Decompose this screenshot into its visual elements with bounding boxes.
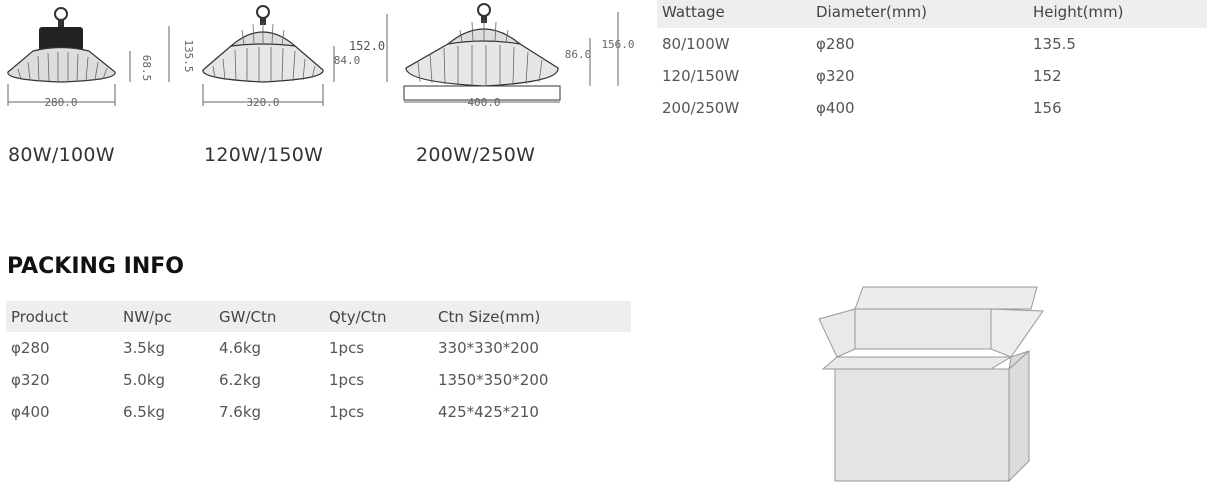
lamp-height-dim: 156.0 [601, 38, 634, 51]
spec-cell: φ280 [816, 35, 855, 53]
packing-cell: φ400 [11, 403, 50, 421]
lamp-drawing-80w: 280.0 135.5 68.5 [3, 4, 198, 109]
packing-header-qty: Qty/Ctn [324, 301, 433, 332]
spec-cell: 135.5 [1033, 35, 1076, 53]
lamp-drawing-80w-svg: 280.0 135.5 68.5 [7, 7, 195, 109]
packing-cell: 6.2kg [219, 371, 262, 389]
spec-cell: 200/250W [662, 99, 740, 117]
table-row: 80/100W φ280 135.5 [657, 28, 1207, 60]
carton-box-svg [818, 286, 1044, 483]
lamp-drawing-200w: 400.0 156.0 86.0 [400, 2, 640, 112]
spec-cell: 80/100W [662, 35, 730, 53]
packing-info-title: PACKING INFO [7, 254, 184, 279]
spec-cell: 120/150W [662, 67, 740, 85]
packing-cell: 7.6kg [219, 403, 262, 421]
packing-cell: 425*425*210 [438, 403, 539, 421]
packing-cell: φ320 [11, 371, 50, 389]
lamp-body-dim: 68.5 [140, 55, 153, 82]
lamp-label-120w: 120W/150W [204, 144, 324, 166]
packing-cell: 6.5kg [123, 403, 166, 421]
lamp-height-dim: 135.5 [182, 39, 195, 72]
packing-header-nw: NW/pc [118, 301, 214, 332]
lamp-body-dim: 86.0 [565, 48, 592, 61]
spec-cell: φ400 [816, 99, 855, 117]
packing-cell: 5.0kg [123, 371, 166, 389]
table-row: φ280 3.5kg 4.6kg 1pcs 330*330*200 [6, 332, 631, 364]
lamp-diameter-dim: 400.0 [467, 96, 500, 109]
table-row: φ400 6.5kg 7.6kg 1pcs 425*425*210 [6, 396, 631, 428]
lamp-label-80w: 80W/100W [8, 144, 115, 166]
packing-cell: φ280 [11, 339, 50, 357]
lamp-diameter-dim: 280.0 [44, 96, 77, 109]
table-row: 200/250W φ400 156 [657, 92, 1207, 124]
packing-cell: 1350*350*200 [438, 371, 549, 389]
lamp-drawing-200w-svg: 400.0 156.0 86.0 [403, 3, 635, 109]
packing-header-product: Product [6, 301, 118, 332]
spec-header-height: Height(mm) [1028, 0, 1207, 28]
lamp-drawing-120w: 320.0 152.0 84.0 [197, 4, 397, 109]
packing-table-header: Product NW/pc GW/Ctn Qty/Ctn Ctn Size(mm… [6, 301, 631, 332]
packing-header-gw: GW/Ctn [214, 301, 324, 332]
spec-table-header: Wattage Diameter(mm) Height(mm) [657, 0, 1207, 28]
lamp-label-200w: 200W/250W [416, 144, 536, 166]
spec-header-wattage: Wattage [657, 0, 811, 28]
lamp-body-dim: 84.0 [334, 54, 361, 67]
packing-cell: 1pcs [329, 371, 365, 389]
lamp-height-dim: 152.0 [349, 39, 385, 53]
spec-cell: 152 [1033, 67, 1062, 85]
spec-cell: φ320 [816, 67, 855, 85]
spec-cell: 156 [1033, 99, 1062, 117]
lamp-diameter-dim: 320.0 [246, 96, 279, 109]
packing-cell: 330*330*200 [438, 339, 539, 357]
table-row: φ320 5.0kg 6.2kg 1pcs 1350*350*200 [6, 364, 631, 396]
spec-header-diameter: Diameter(mm) [811, 0, 1028, 28]
table-row: 120/150W φ320 152 [657, 60, 1207, 92]
spec-table: Wattage Diameter(mm) Height(mm) 80/100W … [657, 0, 1207, 124]
lamp-drawing-120w-svg: 320.0 152.0 84.0 [202, 5, 388, 109]
packing-table: Product NW/pc GW/Ctn Qty/Ctn Ctn Size(mm… [6, 301, 631, 428]
packing-cell: 3.5kg [123, 339, 166, 357]
packing-header-ctn-size: Ctn Size(mm) [433, 301, 631, 332]
packing-cell: 1pcs [329, 403, 365, 421]
packing-cell: 4.6kg [219, 339, 262, 357]
carton-box-illustration [815, 285, 1050, 489]
packing-cell: 1pcs [329, 339, 365, 357]
